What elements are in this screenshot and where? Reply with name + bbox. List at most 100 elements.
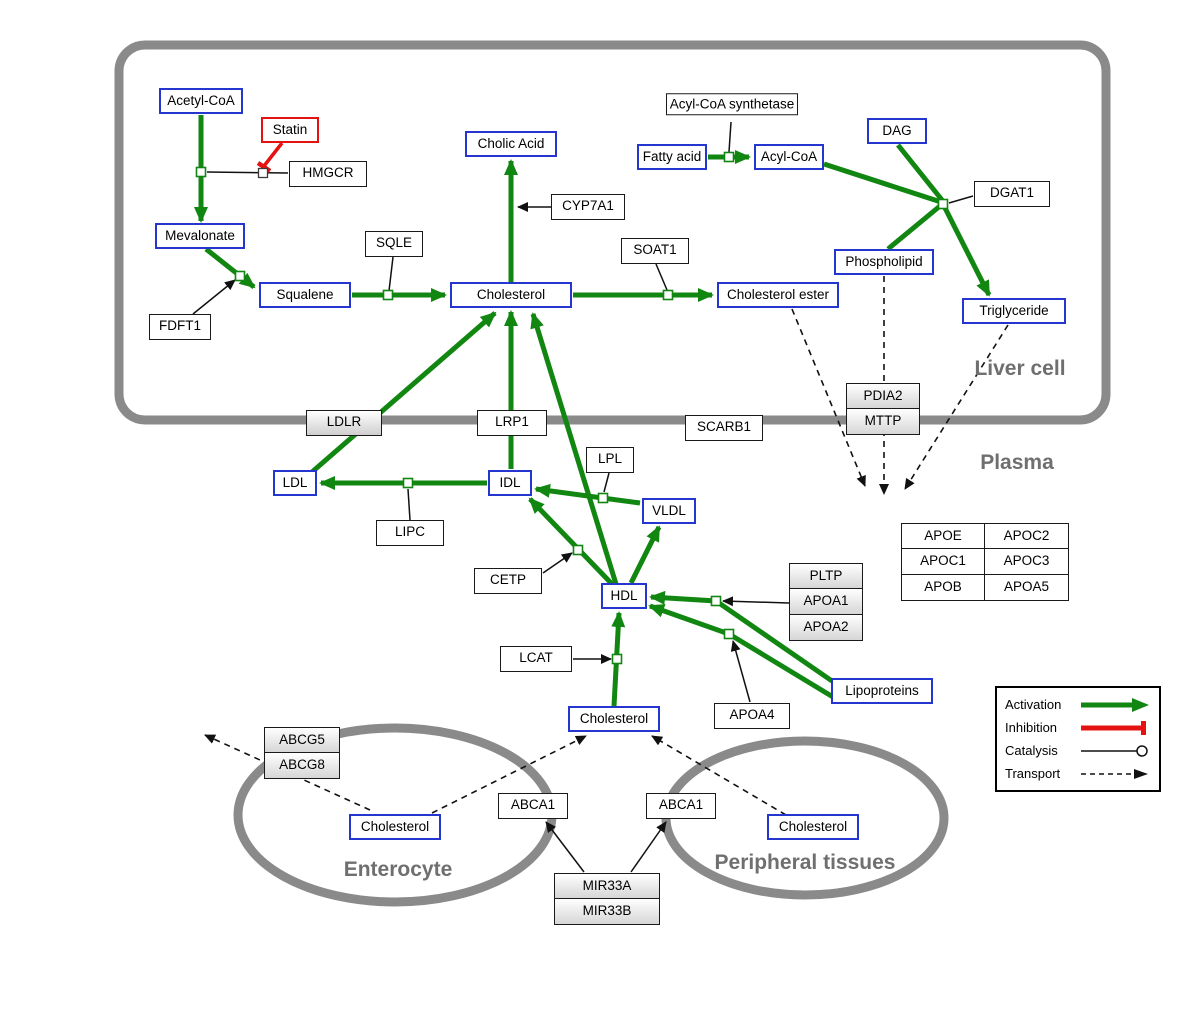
node-lipc[interactable]: LIPC [376, 520, 444, 546]
edge-acylcoa-junction[interactable] [823, 161, 942, 205]
node-cholesterol-liver[interactable]: Cholesterol [450, 282, 572, 308]
anchor-acetylcoa-mevalonate[interactable] [195, 166, 207, 178]
table-cell-apoc2[interactable]: APOC2 [985, 523, 1069, 549]
node-acyl-coa-synthetase[interactable]: Acyl-CoA synthetase [666, 93, 798, 115]
node-soat1[interactable]: SOAT1 [621, 238, 689, 264]
node-cholesterol-ester[interactable]: Cholesterol ester [717, 282, 839, 308]
anchor-lipoproteins-hdl-lower[interactable] [723, 628, 735, 640]
node-dgat1[interactable]: DGAT1 [974, 181, 1050, 207]
anchor-hmgcr-statin[interactable] [257, 167, 269, 179]
node-apoa4[interactable]: APOA4 [714, 703, 790, 729]
node-lipoproteins[interactable]: Lipoproteins [831, 678, 933, 704]
node-ldlr[interactable]: LDLR [306, 410, 382, 436]
node-abca1-left[interactable]: ABCA1 [498, 793, 568, 819]
node-cholesterol-plasma[interactable]: Cholesterol [568, 706, 660, 732]
node-idl[interactable]: IDL [488, 470, 532, 496]
node-abca1-right[interactable]: ABCA1 [646, 793, 716, 819]
edge-enterocyte-cholesterol-plasma[interactable] [431, 735, 587, 814]
edge-hmgcr-catalysis[interactable] [206, 171, 289, 174]
anchor-dgat1-junction[interactable] [937, 198, 949, 210]
edge-sqle-catalysis[interactable] [388, 256, 394, 292]
anchor-idl-ldl[interactable] [402, 477, 414, 489]
table-cell-abcg5[interactable]: ABCG5 [264, 727, 340, 753]
table-cell-apoa1[interactable]: APOA1 [789, 589, 863, 615]
anchor-squalene-cholesterol[interactable] [382, 289, 394, 301]
node-vldl[interactable]: VLDL [642, 498, 696, 524]
node-phospholipid[interactable]: Phospholipid [834, 249, 934, 275]
node-lpl[interactable]: LPL [586, 447, 634, 473]
edge-dag-junction[interactable] [896, 143, 944, 202]
liver-cell-membrane [114, 40, 1111, 425]
anchor-cholesterol-hdl[interactable] [611, 653, 623, 665]
node-hmgcr[interactable]: HMGCR [289, 161, 367, 187]
edge-lipc-catalysis[interactable] [407, 488, 411, 521]
node-triglyceride[interactable]: Triglyceride [962, 298, 1066, 324]
table-cell-apoa2[interactable]: APOA2 [789, 615, 863, 641]
edge-peripheral-cholesterol-plasma[interactable] [651, 735, 787, 816]
edge-statin-inhibition[interactable] [256, 141, 284, 173]
edge-lpl-catalysis[interactable] [603, 472, 610, 493]
edge-ldl-cholesterol[interactable] [310, 311, 497, 474]
edge-hdl-idl[interactable] [528, 497, 614, 586]
edge-cholesterolester-plasma[interactable] [791, 308, 866, 487]
edge-apoa4-catalysis[interactable] [730, 640, 751, 703]
edge-acylcoasynthetase-catalysis[interactable] [728, 121, 732, 153]
node-squalene[interactable]: Squalene [259, 282, 351, 308]
node-dag[interactable]: DAG [867, 118, 927, 144]
legend-inhibition-label: Inhibition [1005, 720, 1058, 735]
node-lcat[interactable]: LCAT [500, 646, 572, 672]
node-mevalonate[interactable]: Mevalonate [155, 223, 245, 249]
edge-cetp-catalysis[interactable] [542, 552, 573, 574]
edge-hdl-cholesterol[interactable] [530, 312, 619, 585]
node-fdft1[interactable]: FDFT1 [149, 314, 211, 340]
node-scarb1[interactable]: SCARB1 [685, 415, 763, 441]
legend-catalysis-label: Catalysis [1005, 743, 1058, 758]
edge-phospholipid-junction[interactable] [886, 204, 942, 251]
anchor-cholesterol-ester[interactable] [662, 289, 674, 301]
node-cetp[interactable]: CETP [474, 568, 542, 594]
edge-pltp-apoa-catalysis[interactable] [722, 596, 790, 607]
table-cell-mttp[interactable]: MTTP [846, 409, 920, 435]
node-cyp7a1[interactable]: CYP7A1 [551, 194, 625, 220]
anchor-vldl-idl[interactable] [597, 492, 609, 504]
table-cell-mir33a[interactable]: MIR33A [554, 873, 660, 899]
node-lrp1[interactable]: LRP1 [477, 410, 547, 436]
anchor-lipoproteins-hdl-upper[interactable] [710, 595, 722, 607]
node-sqle[interactable]: SQLE [365, 231, 423, 257]
node-acetyl-coa[interactable]: Acetyl-CoA [159, 88, 243, 114]
table-cell-pdia2[interactable]: PDIA2 [846, 383, 920, 409]
table-pdia2-mttp: PDIA2 MTTP [846, 383, 920, 435]
transport-dashed-arrow-icon [1081, 768, 1148, 779]
catalysis-circle-icon [1081, 744, 1148, 757]
edge-dgat1-catalysis[interactable] [948, 195, 974, 204]
table-cell-pltp[interactable]: PLTP [789, 563, 863, 589]
table-cell-mir33b[interactable]: MIR33B [554, 899, 660, 925]
table-cell-abcg8[interactable]: ABCG8 [264, 753, 340, 779]
edge-mir33-abca1-left[interactable] [545, 821, 585, 873]
edge-vldl-idl[interactable] [534, 483, 641, 506]
anchor-mevalonate-squalene[interactable] [234, 270, 246, 282]
edge-mir33-abca1-right[interactable] [630, 821, 667, 873]
table-cell-apoc3[interactable]: APOC3 [985, 549, 1069, 575]
anchor-hdl-idl[interactable] [572, 544, 584, 556]
table-cell-apoe[interactable]: APOE [901, 523, 985, 549]
table-cell-apob[interactable]: APOB [901, 575, 985, 601]
table-pltp-apoa: PLTP APOA1 APOA2 [789, 563, 863, 641]
table-cell-apoc1[interactable]: APOC1 [901, 549, 985, 575]
table-cell-apoa5[interactable]: APOA5 [985, 575, 1069, 601]
node-cholesterol-enterocyte[interactable]: Cholesterol [349, 814, 441, 840]
node-cholesterol-peripheral[interactable]: Cholesterol [767, 814, 859, 840]
node-cholic-acid[interactable]: Cholic Acid [465, 131, 557, 157]
node-ldl[interactable]: LDL [273, 470, 317, 496]
edge-soat1-catalysis[interactable] [655, 263, 668, 291]
node-fatty-acid[interactable]: Fatty acid [637, 144, 707, 170]
edge-junction-triglyceride[interactable] [940, 202, 992, 297]
edge-hdl-vldl[interactable] [628, 525, 662, 585]
node-acyl-coa[interactable]: Acyl-CoA [754, 144, 824, 170]
node-hdl[interactable]: HDL [601, 583, 647, 609]
anchor-fattyacid-acylcoa[interactable] [723, 151, 735, 163]
legend-row-inhibition: Inhibition [1005, 717, 1151, 738]
node-statin[interactable]: Statin [261, 117, 319, 143]
edge-fdft1-catalysis[interactable] [192, 279, 236, 315]
edge-mevalonate-squalene[interactable] [204, 247, 256, 289]
